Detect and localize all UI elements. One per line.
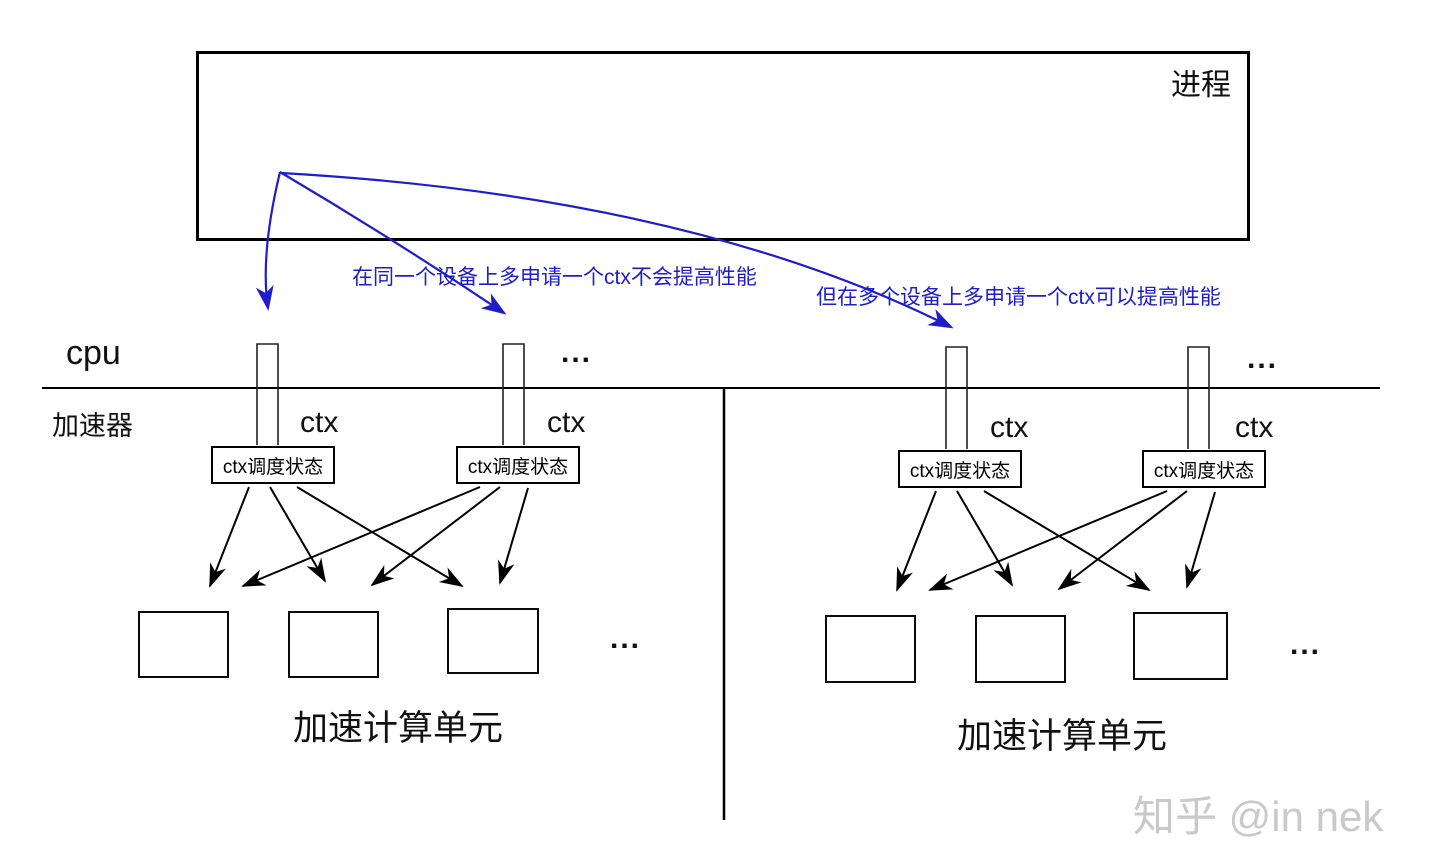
- ctx2-to-unit2-arrow: [370, 486, 501, 587]
- ctx2-to-unit1-arrow: [241, 486, 481, 587]
- ctx-row-ellipsis-right: ...: [1247, 342, 1279, 375]
- ctx-label-1: ctx: [300, 406, 339, 439]
- annotation-multi-device: 但在多个设备上多申请一个ctx可以提高性能: [816, 286, 1221, 309]
- unit-row-ellipsis-left: ...: [610, 622, 642, 655]
- ctx-label-3: ctx: [990, 411, 1029, 444]
- cpu-lane-label: cpu: [66, 334, 121, 372]
- ctx1-to-unit3-arrow: [296, 486, 464, 588]
- annotation-same-device: 在同一个设备上多申请一个ctx不会提高性能: [352, 266, 757, 289]
- ctx3-to-unit2-arrow: [956, 490, 1014, 587]
- compute-unit-box: [288, 611, 379, 678]
- ctx4-to-unit3-arrow: [1185, 491, 1216, 589]
- ctx4-to-unit2-arrow: [1057, 490, 1188, 591]
- ctx-pillar-2: [502, 343, 525, 445]
- compute-unit-box: [975, 615, 1066, 683]
- ctx-state-box-3: ctx调度状态: [898, 450, 1022, 488]
- ctx-row-ellipsis-left: ...: [561, 336, 593, 369]
- process-to-ctx3-arrow: [280, 171, 954, 329]
- ctx-state-box-2: ctx调度状态: [456, 446, 580, 484]
- watermark: 知乎 @in nek: [1133, 793, 1384, 840]
- ctx-pillar-4: [1187, 346, 1210, 449]
- process-to-ctx2-arrow: [279, 171, 507, 315]
- process-label: 进程: [1171, 69, 1231, 102]
- ctx3-to-unit3-arrow: [983, 490, 1151, 592]
- compute-units-label-left: 加速计算单元: [292, 709, 503, 748]
- ctx1-to-unit2-arrow: [269, 486, 327, 583]
- compute-unit-box: [138, 611, 229, 678]
- ctx-state-box-1: ctx调度状态: [211, 446, 335, 484]
- process-box: 进程: [196, 51, 1250, 241]
- accelerator-lane-label: 加速器: [52, 411, 133, 441]
- compute-unit-box: [1133, 612, 1228, 680]
- ctx-state-box-4: ctx调度状态: [1142, 450, 1266, 488]
- ctx-label-2: ctx: [547, 406, 586, 439]
- process-to-ctx1-arrow: [255, 171, 282, 311]
- unit-row-ellipsis-right: ...: [1290, 628, 1322, 661]
- ctx-pillar-3: [945, 346, 968, 449]
- ctx1-to-unit1-arrow: [209, 486, 250, 588]
- compute-unit-box: [447, 608, 539, 674]
- ctx2-to-unit3-arrow: [498, 487, 529, 585]
- compute-units-label-right: 加速计算单元: [956, 717, 1167, 756]
- compute-unit-box: [825, 615, 916, 683]
- ctx3-to-unit1-arrow: [896, 490, 937, 592]
- ctx-pillar-1: [256, 343, 279, 445]
- ctx-label-4: ctx: [1235, 411, 1274, 444]
- ctx4-to-unit1-arrow: [928, 490, 1168, 591]
